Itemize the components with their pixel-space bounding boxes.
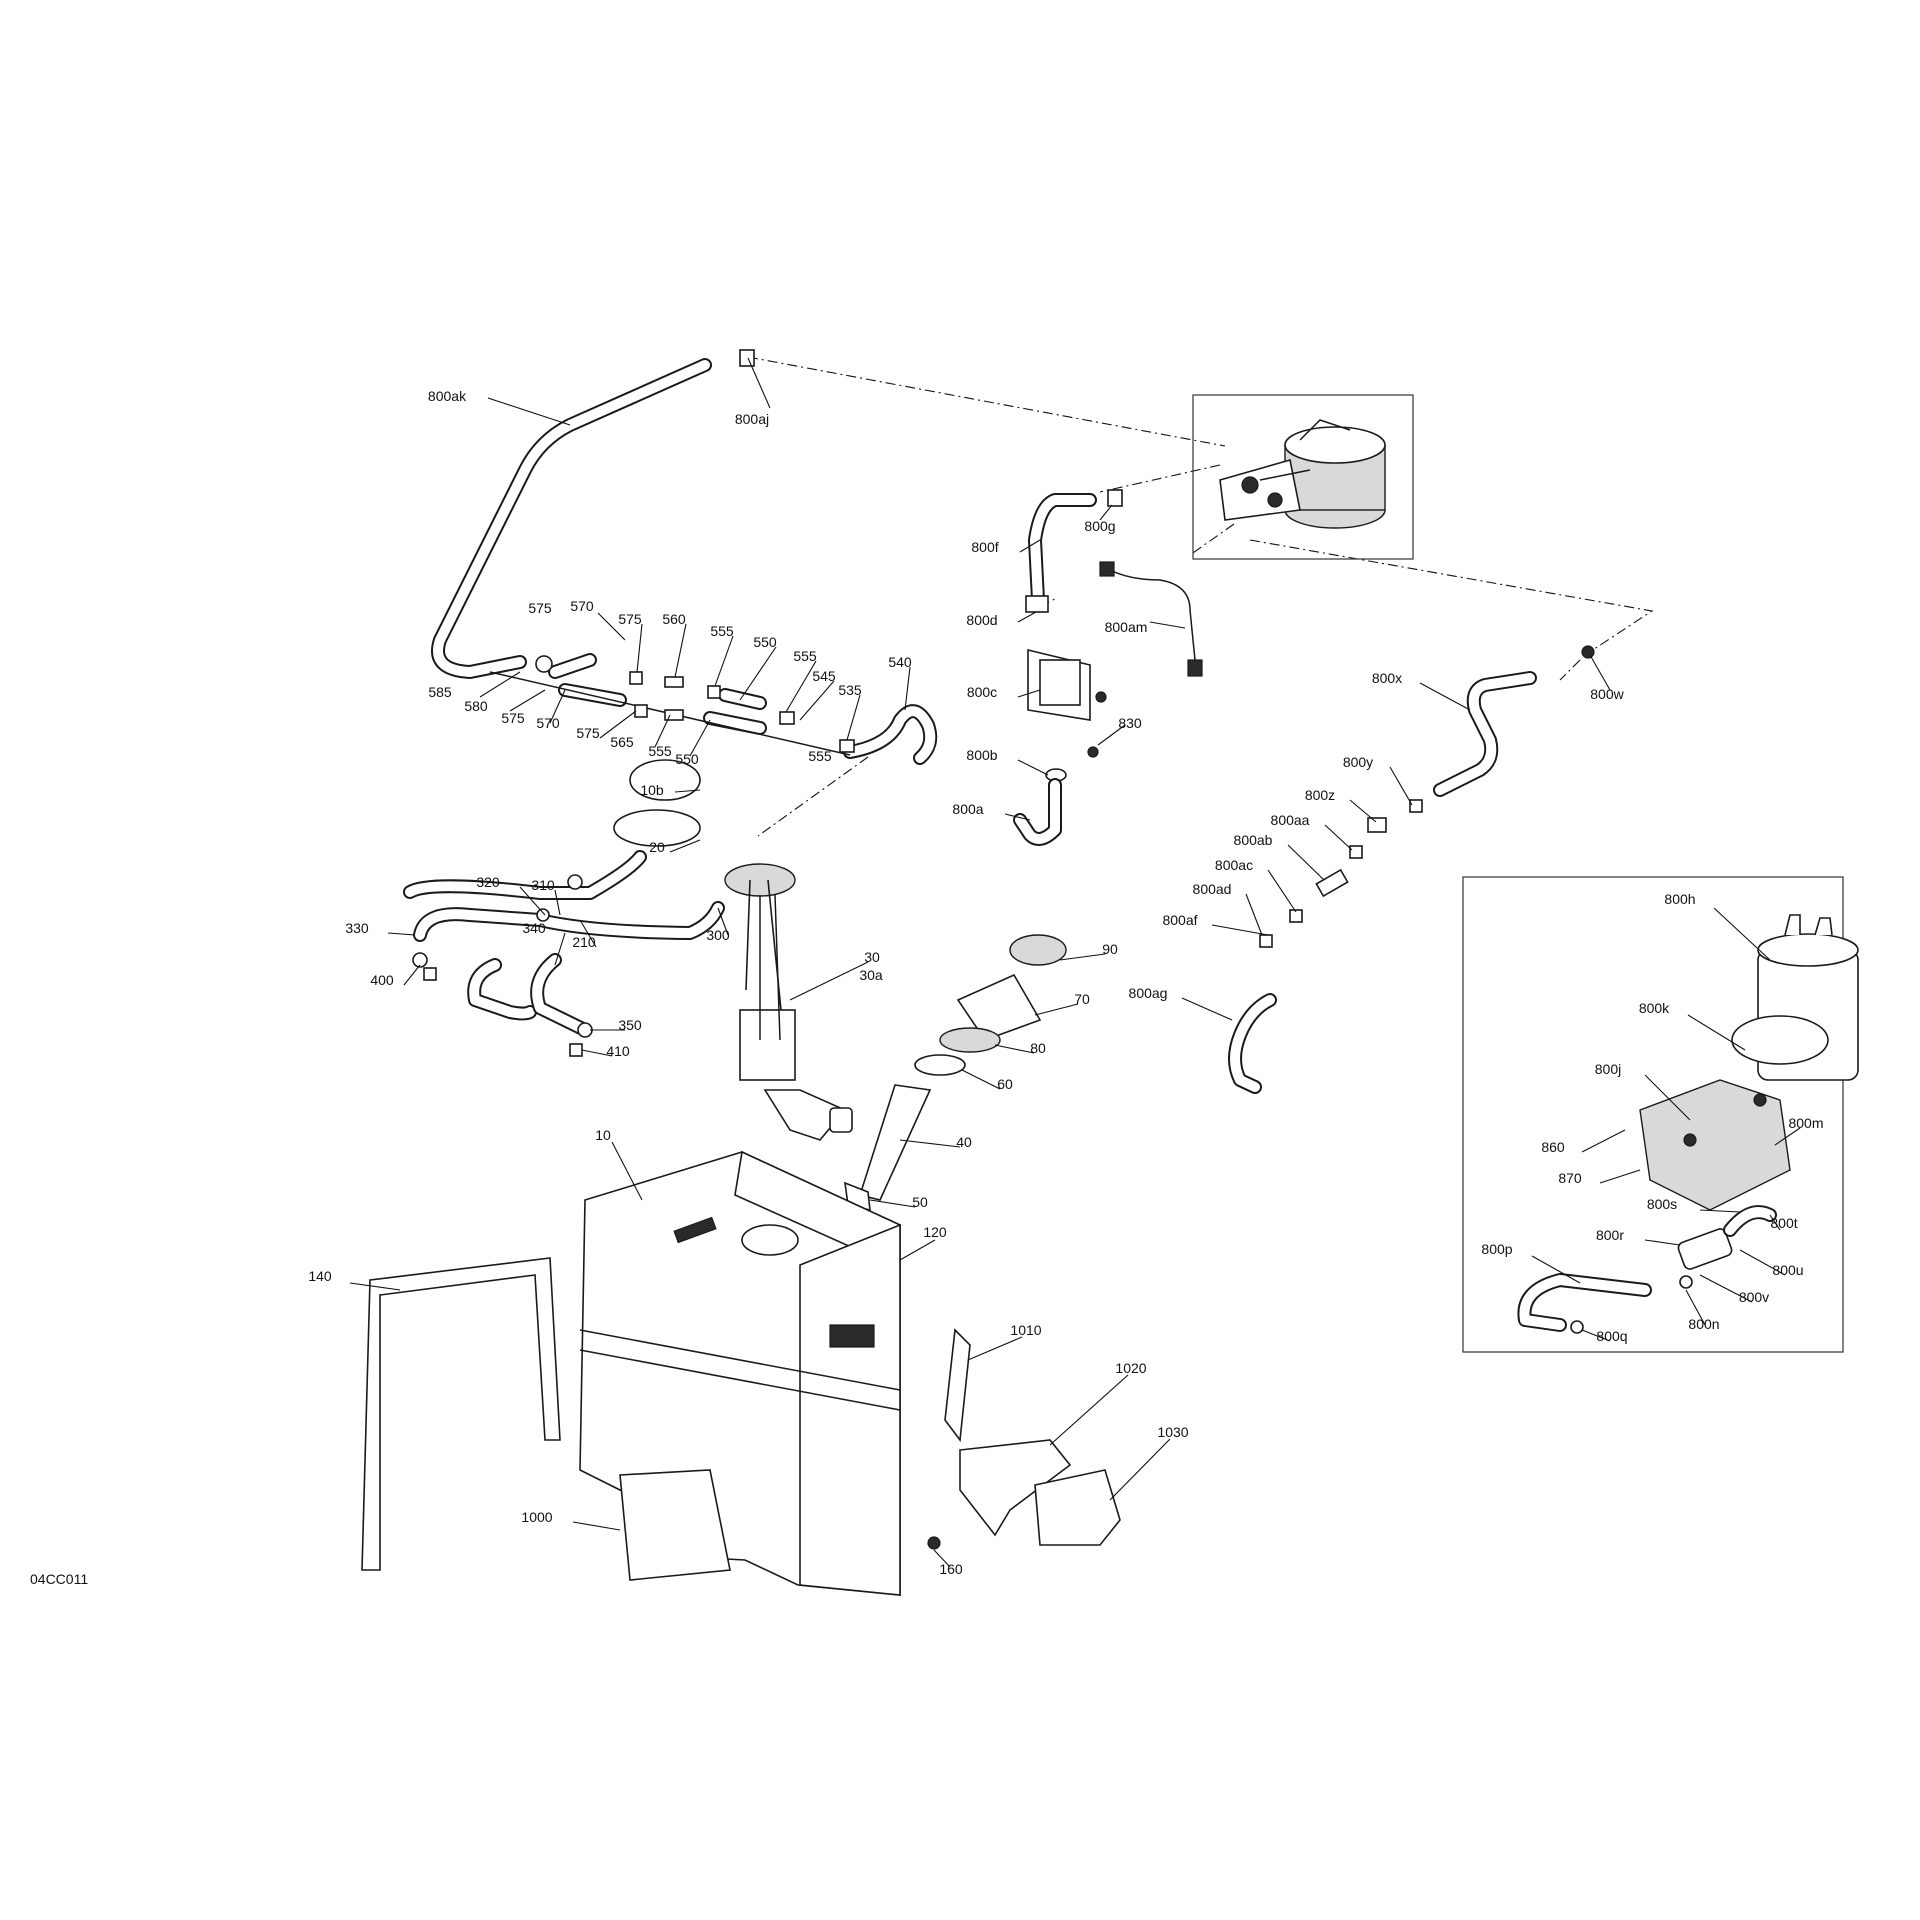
callout-label: 800z <box>1305 787 1335 803</box>
callout-label: 300 <box>706 927 730 943</box>
callout-label: 1030 <box>1157 1424 1188 1440</box>
callout-label: 800n <box>1688 1316 1719 1332</box>
callout-label: 800w <box>1590 686 1624 702</box>
callout-label: 800u <box>1772 1262 1803 1278</box>
callout-label: 575 <box>528 600 552 616</box>
callout-label: 80 <box>1030 1040 1046 1056</box>
callout-label: 550 <box>675 751 699 767</box>
callout-label: 555 <box>808 748 832 764</box>
callout-label: 90 <box>1102 941 1118 957</box>
callout-label: 800r <box>1596 1227 1624 1243</box>
callout-label: 550 <box>753 634 777 650</box>
callout-label: 800af <box>1162 912 1197 928</box>
right-fuel-line <box>1228 645 1595 1094</box>
callout-labels: 800ak 800aj 800f 800g 800d 800am 800c 830 800b 80… <box>308 388 1823 1577</box>
callout-label: 800a <box>952 801 983 817</box>
callout-label: 800v <box>1739 1289 1769 1305</box>
callout-label: 800aa <box>1271 812 1310 828</box>
tank-strap <box>361 1257 561 1571</box>
callout-label: 800ab <box>1234 832 1273 848</box>
callout-label: 120 <box>923 1224 947 1240</box>
filler-neck <box>844 934 1067 1212</box>
fuel-pump <box>613 759 853 1141</box>
callout-label: 800p <box>1481 1241 1512 1257</box>
callout-label: 50 <box>912 1194 928 1210</box>
callout-label: 575 <box>618 611 642 627</box>
callout-label: 800q <box>1596 1328 1627 1344</box>
callout-label: 570 <box>536 715 560 731</box>
callout-label: 555 <box>648 743 672 759</box>
callout-label: 1000 <box>521 1509 552 1525</box>
callout-label: 555 <box>710 623 734 639</box>
callout-label: 210 <box>572 934 596 950</box>
callout-label: 800ac <box>1215 857 1253 873</box>
callout-label: 800ak <box>428 388 467 404</box>
callout-label: 40 <box>956 1134 972 1150</box>
callout-label: 60 <box>997 1076 1013 1092</box>
routing-lines <box>747 356 1654 837</box>
callout-label: 400 <box>370 972 394 988</box>
callout-label: 1010 <box>1010 1322 1041 1338</box>
callout-label: 10 <box>595 1127 611 1143</box>
leader-lines <box>349 357 1801 1568</box>
callout-label: 800h <box>1664 891 1695 907</box>
callout-label: 540 <box>888 654 912 670</box>
callout-label: 830 <box>1118 715 1142 731</box>
reference-code: 04CC011 <box>30 1571 88 1587</box>
callout-label: 870 <box>1558 1170 1582 1186</box>
callout-label: 575 <box>576 725 600 741</box>
callout-label: 310 <box>531 877 555 893</box>
callout-label: 800aj <box>735 411 769 427</box>
callout-label: 560 <box>662 611 686 627</box>
callout-label: 800am <box>1105 619 1148 635</box>
callout-label: 800b <box>966 747 997 763</box>
callout-label: 565 <box>610 734 634 750</box>
callout-label: 410 <box>606 1043 630 1059</box>
vent-hose <box>431 349 755 679</box>
callout-label: 800j <box>1595 1061 1621 1077</box>
callout-label: 800c <box>967 684 997 700</box>
callout-label: 545 <box>812 668 836 684</box>
callout-label: 800t <box>1770 1215 1797 1231</box>
callout-label: 585 <box>428 684 452 700</box>
callout-label: 860 <box>1541 1139 1565 1155</box>
callout-label: 575 <box>501 710 525 726</box>
callout-label: 1020 <box>1115 1360 1146 1376</box>
callout-label: 160 <box>939 1561 963 1577</box>
callout-label: 70 <box>1074 991 1090 1007</box>
vapor-separator <box>1013 489 1203 846</box>
callout-label: 350 <box>618 1017 642 1033</box>
callout-label: 10b <box>640 782 664 798</box>
callout-label: 800ad <box>1193 881 1232 897</box>
fuel-line-assembly <box>489 653 938 765</box>
callout-label: 20 <box>649 839 665 855</box>
canister-inset <box>1192 394 1414 560</box>
callout-label: 800g <box>1084 518 1115 534</box>
callout-label: 340 <box>522 920 546 936</box>
callout-label: 30 <box>864 949 880 965</box>
canister-detail-inset <box>1462 876 1859 1353</box>
callout-label: 320 <box>476 874 500 890</box>
callout-label: 800x <box>1372 670 1402 686</box>
callout-label: 555 <box>793 648 817 664</box>
callout-label: 30a <box>859 967 883 983</box>
callout-label: 800ag <box>1129 985 1168 1001</box>
callout-label: 330 <box>345 920 369 936</box>
callout-label: 800m <box>1788 1115 1823 1131</box>
callout-label: 800y <box>1343 754 1373 770</box>
callout-label: 535 <box>838 682 862 698</box>
return-hoses <box>403 850 725 1057</box>
callout-label: 140 <box>308 1268 332 1284</box>
callout-label: 570 <box>570 598 594 614</box>
callout-label: 800s <box>1647 1196 1677 1212</box>
callout-label: 800f <box>971 539 998 555</box>
callout-label: 800d <box>966 612 997 628</box>
heat-shields <box>619 1328 1121 1581</box>
callout-label: 580 <box>464 698 488 714</box>
callout-label: 800k <box>1639 1000 1670 1016</box>
